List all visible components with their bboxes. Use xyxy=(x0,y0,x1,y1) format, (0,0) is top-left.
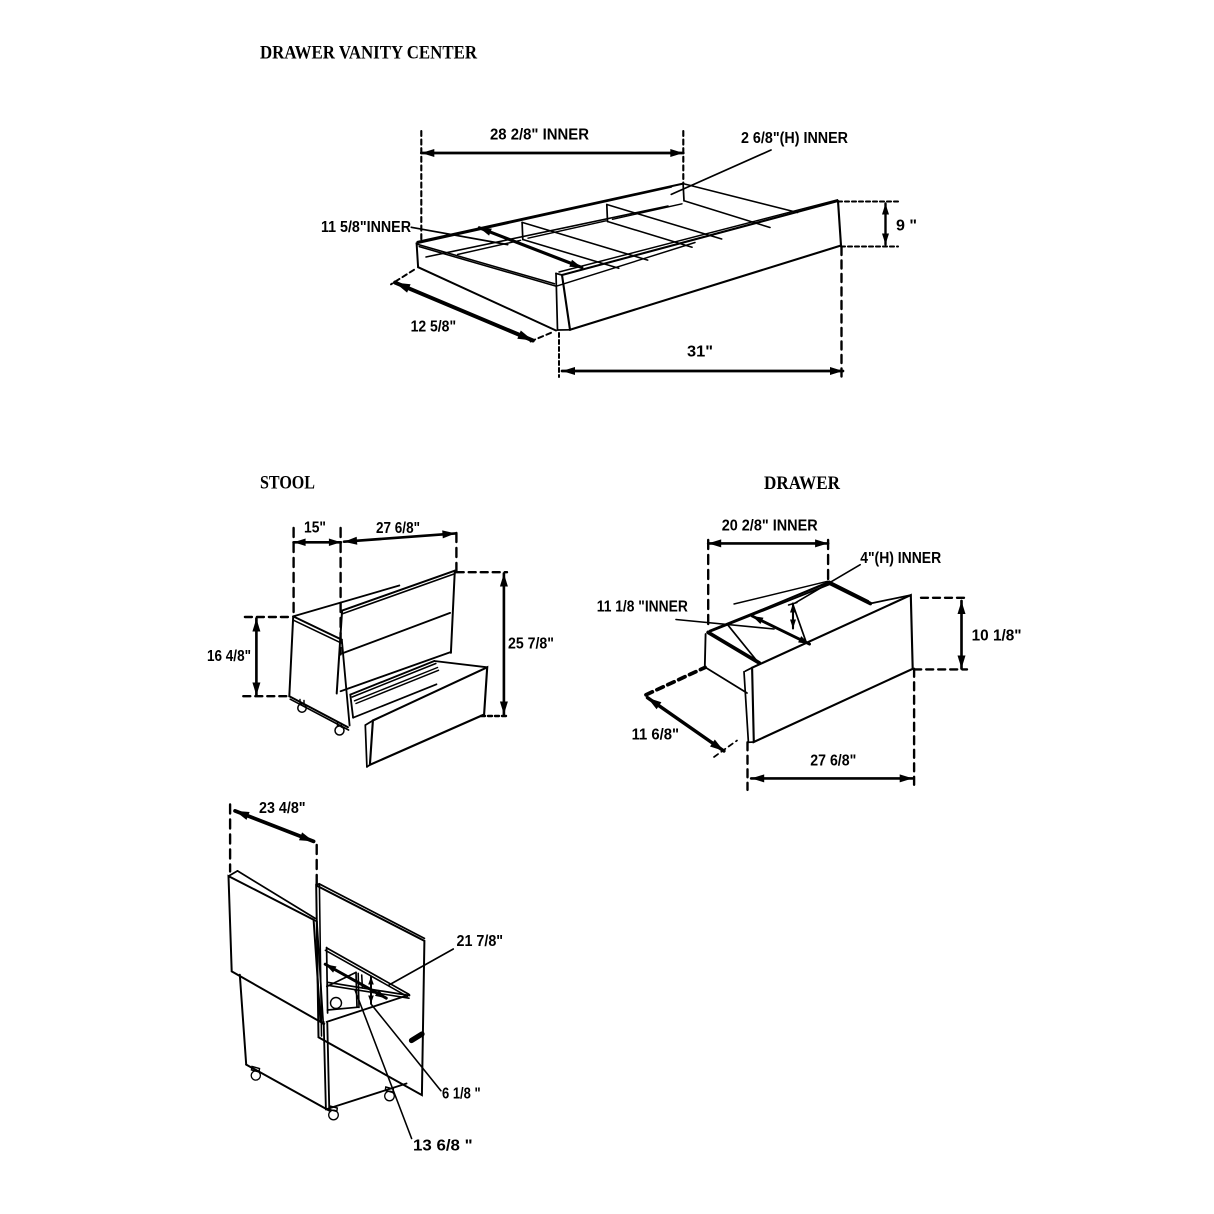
svg-text:9 ": 9 " xyxy=(896,218,917,235)
svg-text:4"(H) INNER: 4"(H) INNER xyxy=(860,550,941,567)
svg-text:25 7/8": 25 7/8" xyxy=(508,636,554,653)
svg-text:20 2/8" INNER: 20 2/8" INNER xyxy=(722,518,818,535)
svg-text:13 6/8 ": 13 6/8 " xyxy=(413,1138,473,1155)
svg-text:DRAWER VANITY CENTER: DRAWER VANITY CENTER xyxy=(260,43,477,64)
svg-text:11 6/8": 11 6/8" xyxy=(632,727,680,744)
svg-text:11 5/8"INNER: 11 5/8"INNER xyxy=(321,219,411,236)
svg-text:21 7/8": 21 7/8" xyxy=(457,933,504,950)
svg-text:10 1/8": 10 1/8" xyxy=(972,628,1022,645)
svg-text:31": 31" xyxy=(687,344,713,361)
svg-text:27 6/8": 27 6/8" xyxy=(376,520,420,537)
svg-text:STOOL: STOOL xyxy=(260,473,315,494)
svg-text:DRAWER: DRAWER xyxy=(764,473,840,494)
svg-text:15": 15" xyxy=(304,520,326,537)
svg-text:27 6/8": 27 6/8" xyxy=(810,753,856,770)
svg-text:16 4/8": 16 4/8" xyxy=(207,648,251,665)
svg-text:6 1/8 ": 6 1/8 " xyxy=(442,1086,481,1103)
svg-text:11 1/8 "INNER: 11 1/8 "INNER xyxy=(597,599,688,616)
svg-text:23 4/8": 23 4/8" xyxy=(259,800,306,817)
svg-text:28 2/8" INNER: 28 2/8" INNER xyxy=(490,127,589,144)
svg-text:2 6/8"(H) INNER: 2 6/8"(H) INNER xyxy=(741,130,848,147)
svg-text:12 5/8": 12 5/8" xyxy=(411,319,457,336)
